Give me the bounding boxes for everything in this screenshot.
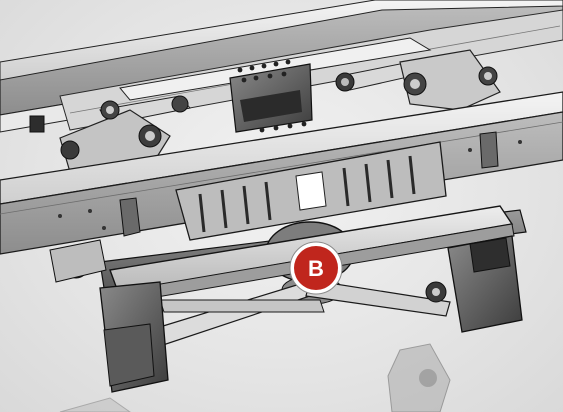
upper-trailing-arm-left: [29, 95, 191, 173]
background-part: [59, 343, 451, 412]
rear-cross-member: [119, 37, 432, 133]
bolt-pattern: [237, 59, 307, 133]
upper-trailing-arm-right: [335, 49, 501, 111]
callout-badge[interactable]: B: [289, 241, 343, 295]
left-hub-mount: [49, 239, 169, 393]
callout-label: B: [308, 256, 324, 281]
central-mounting-bracket: [119, 131, 499, 241]
right-hub-mount: [425, 235, 523, 333]
